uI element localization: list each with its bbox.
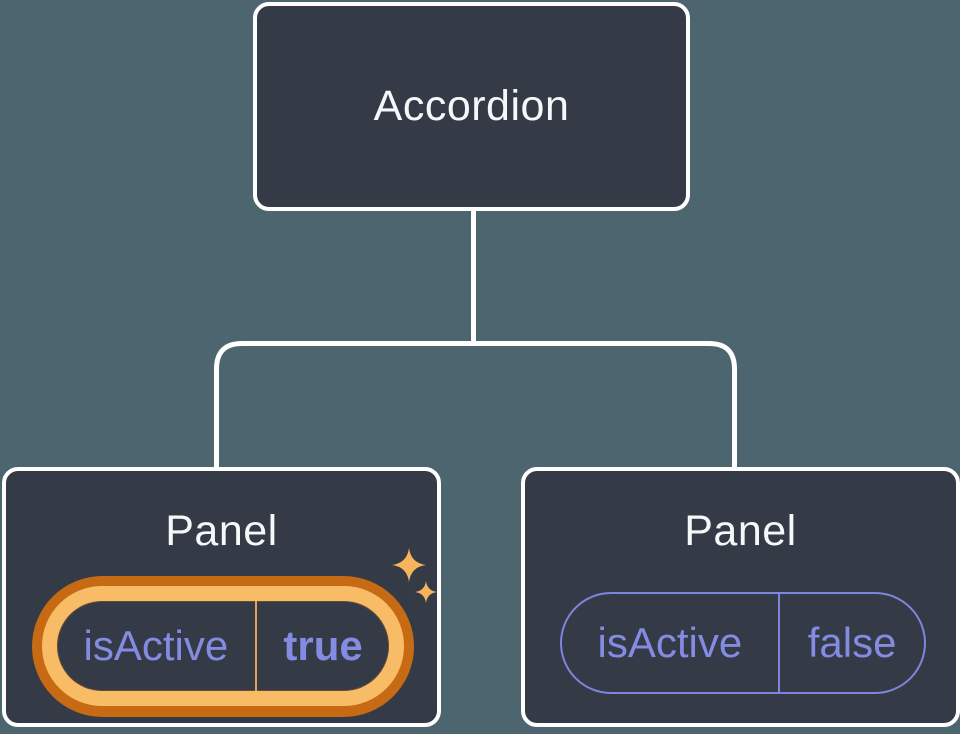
sparkle-small-icon (415, 581, 437, 603)
state-pill-gold-ring: isActive true (42, 586, 404, 706)
accordion-label: Accordion (373, 81, 570, 130)
state-pill-core: isActive true (57, 601, 389, 691)
state-prop-value: false (807, 619, 897, 666)
state-prop-name: isActive (83, 622, 229, 669)
component-node-panel-active: Panel isActive true (2, 467, 441, 727)
sparkle-icon (392, 548, 437, 603)
panel-label: Panel (165, 507, 278, 555)
sparkle-large-icon (392, 548, 426, 582)
state-pill-inactive: isActive false (560, 592, 926, 694)
state-pill-active: isActive true (32, 576, 414, 717)
state-pill-divider (777, 594, 781, 692)
panel-label: Panel (684, 507, 797, 555)
component-node-accordion: Accordion (253, 2, 690, 211)
connector-branch (214, 341, 737, 468)
state-pill-divider (254, 601, 258, 691)
component-node-panel-inactive: Panel isActive false (521, 467, 960, 727)
state-prop-name: isActive (597, 619, 743, 666)
state-prop-value: true (283, 622, 363, 669)
